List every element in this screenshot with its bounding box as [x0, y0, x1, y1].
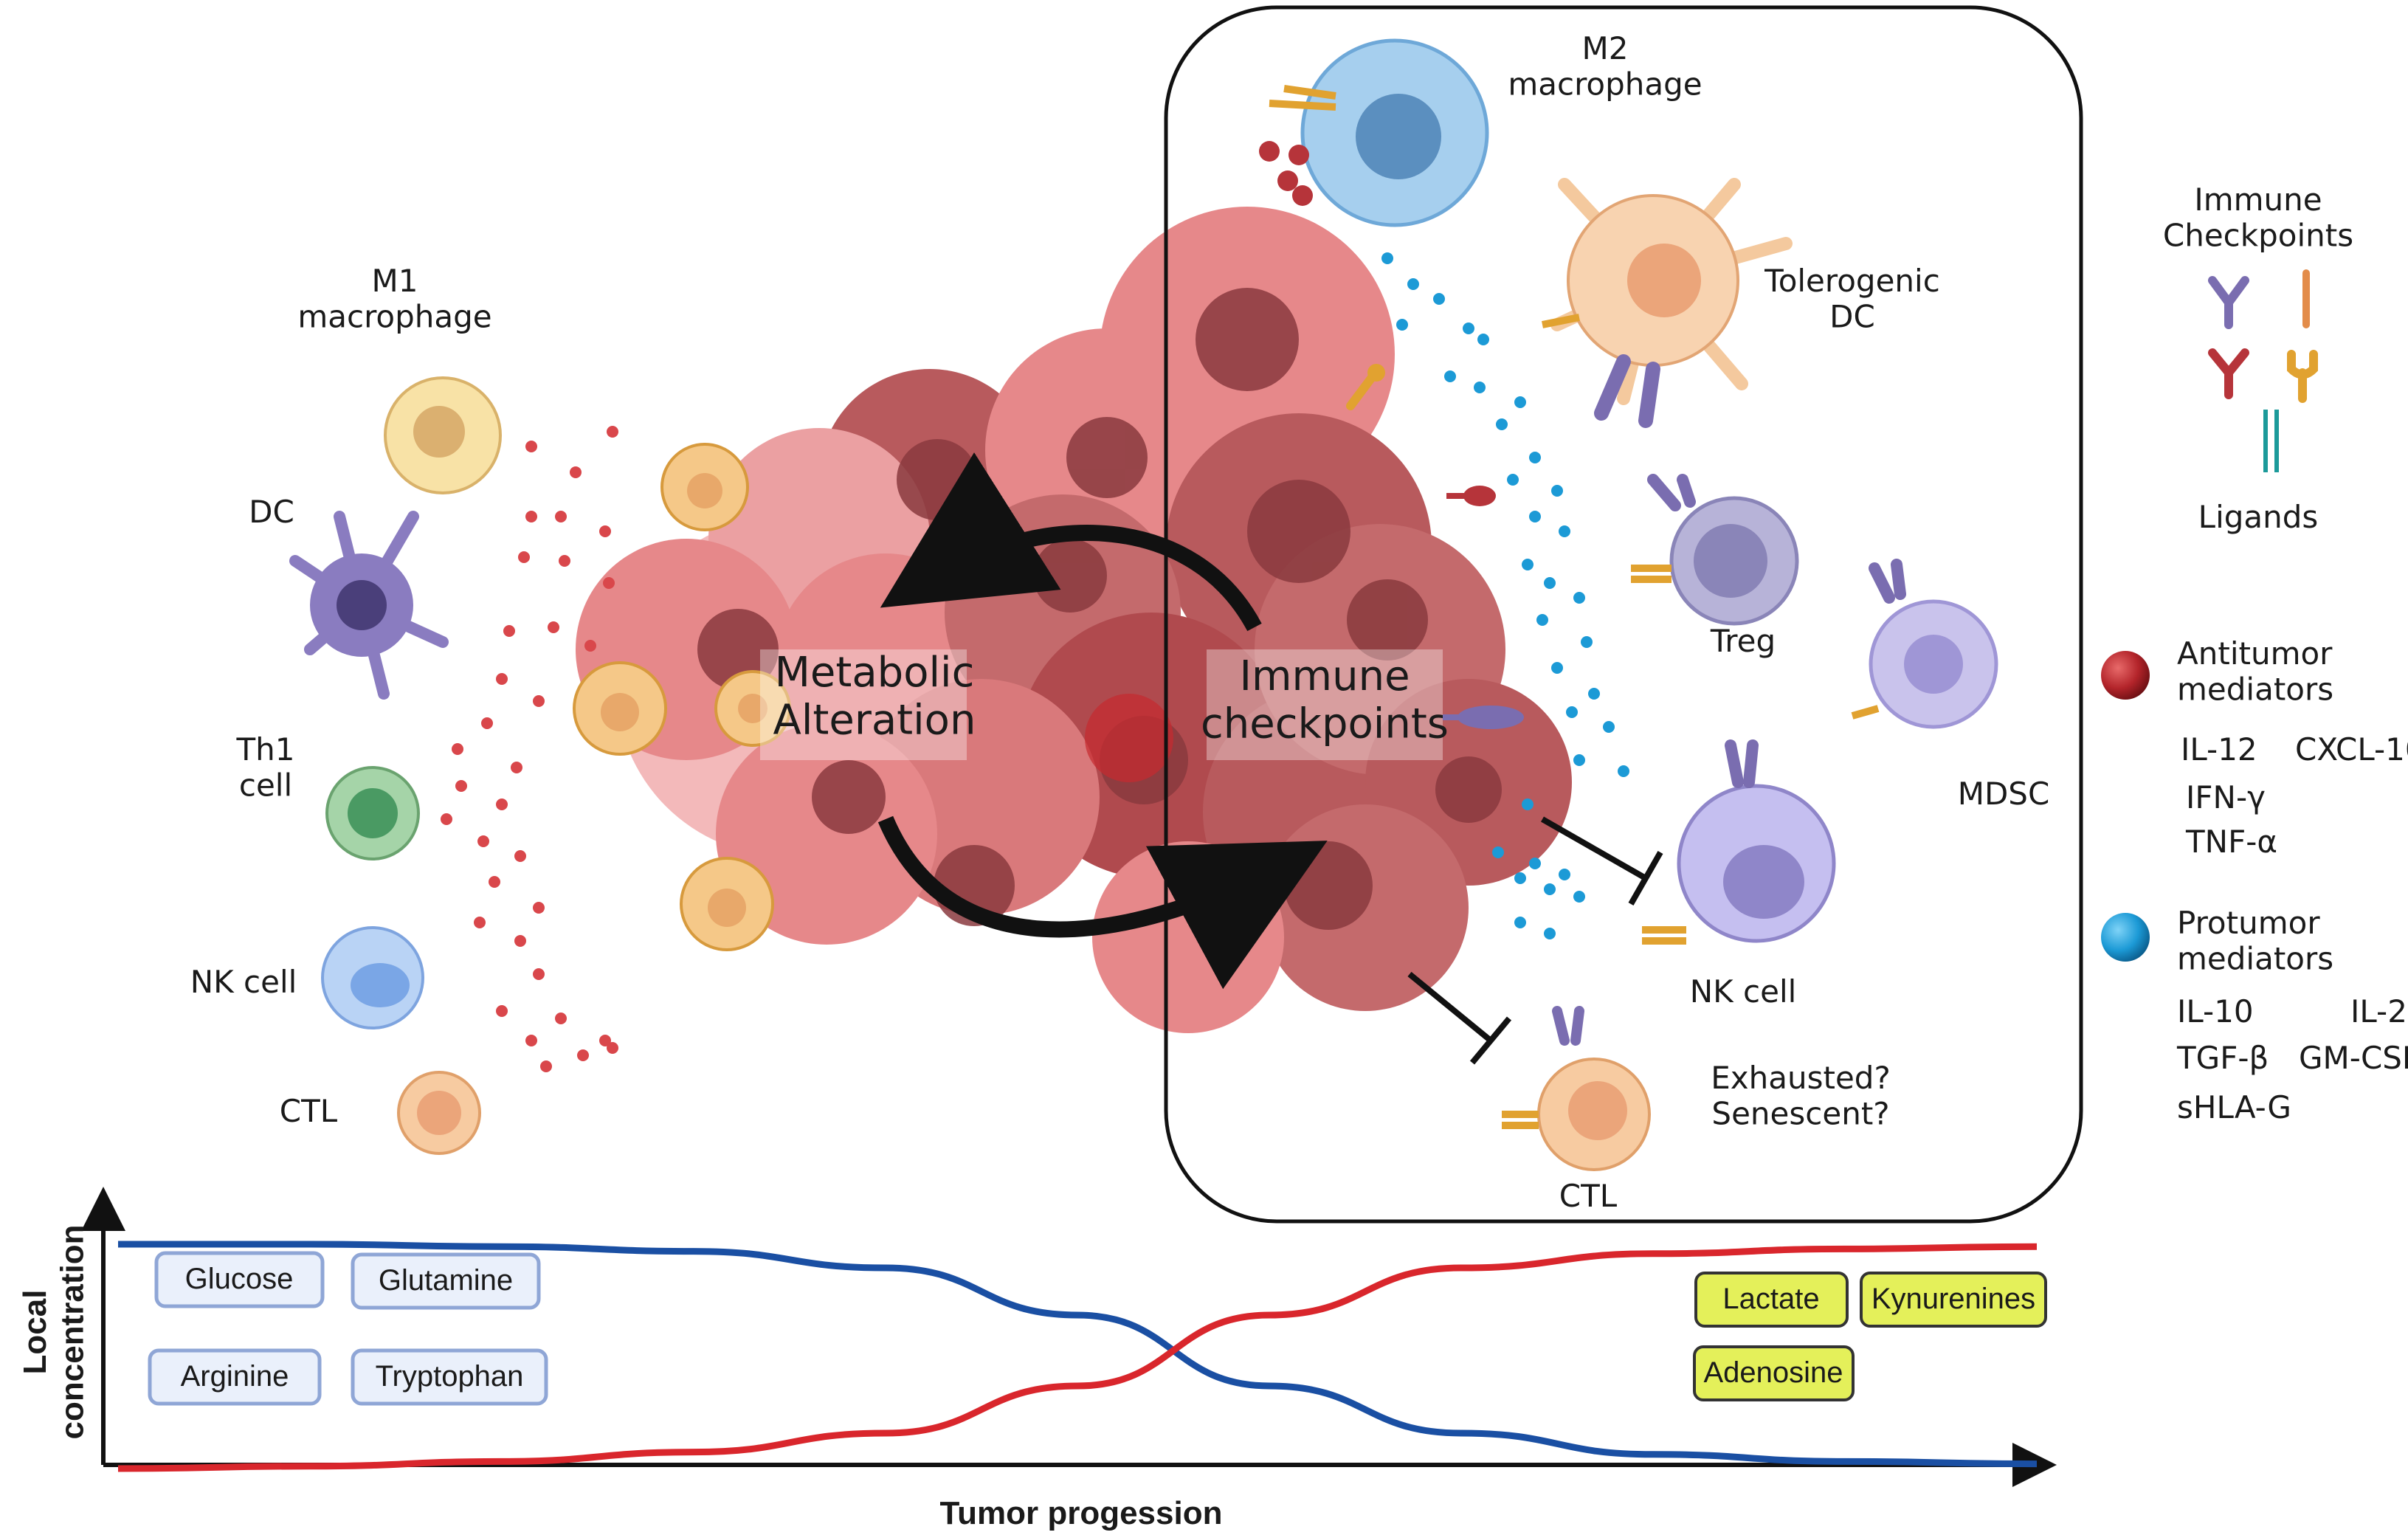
metabolite-chip-lactate-text: Lactate [1722, 1283, 1819, 1315]
mdsc-label: MDSC [1958, 776, 2050, 812]
nutrient-chip-glucose-text: Glucose [185, 1263, 294, 1295]
dc-cell [289, 511, 449, 700]
chart-xlabel: Tumor progession [940, 1495, 1223, 1531]
dc-label: DC [249, 494, 294, 530]
ligands-label: Ligands [2198, 499, 2319, 535]
antitumor-item-cxcl10: CXCL-10 [2295, 731, 2408, 768]
nutrient-chip-glutamine-text: Glutamine [379, 1264, 513, 1297]
nutrient-curve [118, 1241, 2038, 1468]
ctl-left-label: CTL [280, 1093, 338, 1129]
ctl-cell-box [1502, 1006, 1651, 1171]
exhausted-senescent-label: Exhausted?Senescent? [1711, 1060, 1891, 1131]
nk-cell-box [1642, 739, 1836, 945]
protumor-legend-dot [2101, 913, 2150, 962]
concentration-chart [81, 1187, 2057, 1487]
nk-cell-box-label: NK cell [1690, 973, 1797, 1010]
arrow-to-metabolic [880, 452, 1262, 632]
inhibition-arrow-ctl [1407, 971, 1512, 1065]
mdsc-cell [1851, 559, 1998, 729]
checkpoint-icons [2208, 269, 2318, 472]
antitumor-dots [441, 426, 618, 1072]
nutrient-chip-arginine-text: Arginine [181, 1360, 289, 1393]
nutrient-chip-arginine: Arginine [148, 1348, 322, 1406]
metabolite-curve [117, 1243, 2038, 1472]
ctl-cell-left [397, 1071, 481, 1155]
antitumor-legend-dot [2101, 651, 2150, 700]
tumor-checkpoint-receptors [1346, 364, 1524, 729]
metabolite-chip-kynurenines-text: Kynurenines [1871, 1283, 2035, 1315]
protumor-item-shlag: sHLA-G [2177, 1089, 2291, 1125]
metabolite-chip-lactate: Lactate [1694, 1272, 1849, 1328]
protumor-item-il10: IL-10 [2177, 993, 2254, 1029]
metabolite-chip-adenosine: Adenosine [1693, 1345, 1855, 1401]
nutrient-chip-tryptophan: Tryptophan [351, 1348, 548, 1406]
nutrient-chip-glucose: Glucose [154, 1251, 325, 1308]
arrow-to-checkpoints [877, 815, 1328, 990]
metabolite-chip-adenosine-text: Adenosine [1703, 1356, 1843, 1389]
antitumor-item-ifng: IFN-γ [2186, 779, 2266, 815]
metabolite-chip-kynurenines: Kynurenines [1860, 1272, 2047, 1328]
inhibition-arrow-nk [1541, 816, 1663, 906]
chart-ylabel: Localconcentration [17, 1225, 91, 1440]
antitumor-item-il12: IL-12 [2181, 731, 2257, 768]
treg-label: Treg [1710, 623, 1776, 659]
m1-macrophage-cell [384, 376, 502, 494]
immunosuppressive-box [1164, 5, 2083, 1224]
nutrient-chip-tryptophan-text: Tryptophan [376, 1360, 524, 1393]
protumor-dots [1381, 252, 1629, 939]
nutrient-chip-glutamine: Glutamine [351, 1252, 541, 1310]
protumor-item-tgfb: TGF-β [2176, 1040, 2269, 1076]
ctl-box-label: CTL [1559, 1178, 1618, 1214]
treg-cell [1631, 474, 1799, 626]
th1-cell [325, 766, 420, 860]
protumor-item-gmcsf: GM-CSF [2299, 1040, 2408, 1076]
protumor-item-il23: IL-23 [2350, 993, 2408, 1029]
antitumor-item-tnfa: TNF-α [2185, 824, 2277, 860]
m2-macrophage-cell [1259, 38, 1489, 227]
nk-cell-left [321, 926, 424, 1029]
nk-cell-left-label: NK cell [190, 964, 297, 1000]
tolerogenic-dc-cell [1542, 178, 1793, 428]
